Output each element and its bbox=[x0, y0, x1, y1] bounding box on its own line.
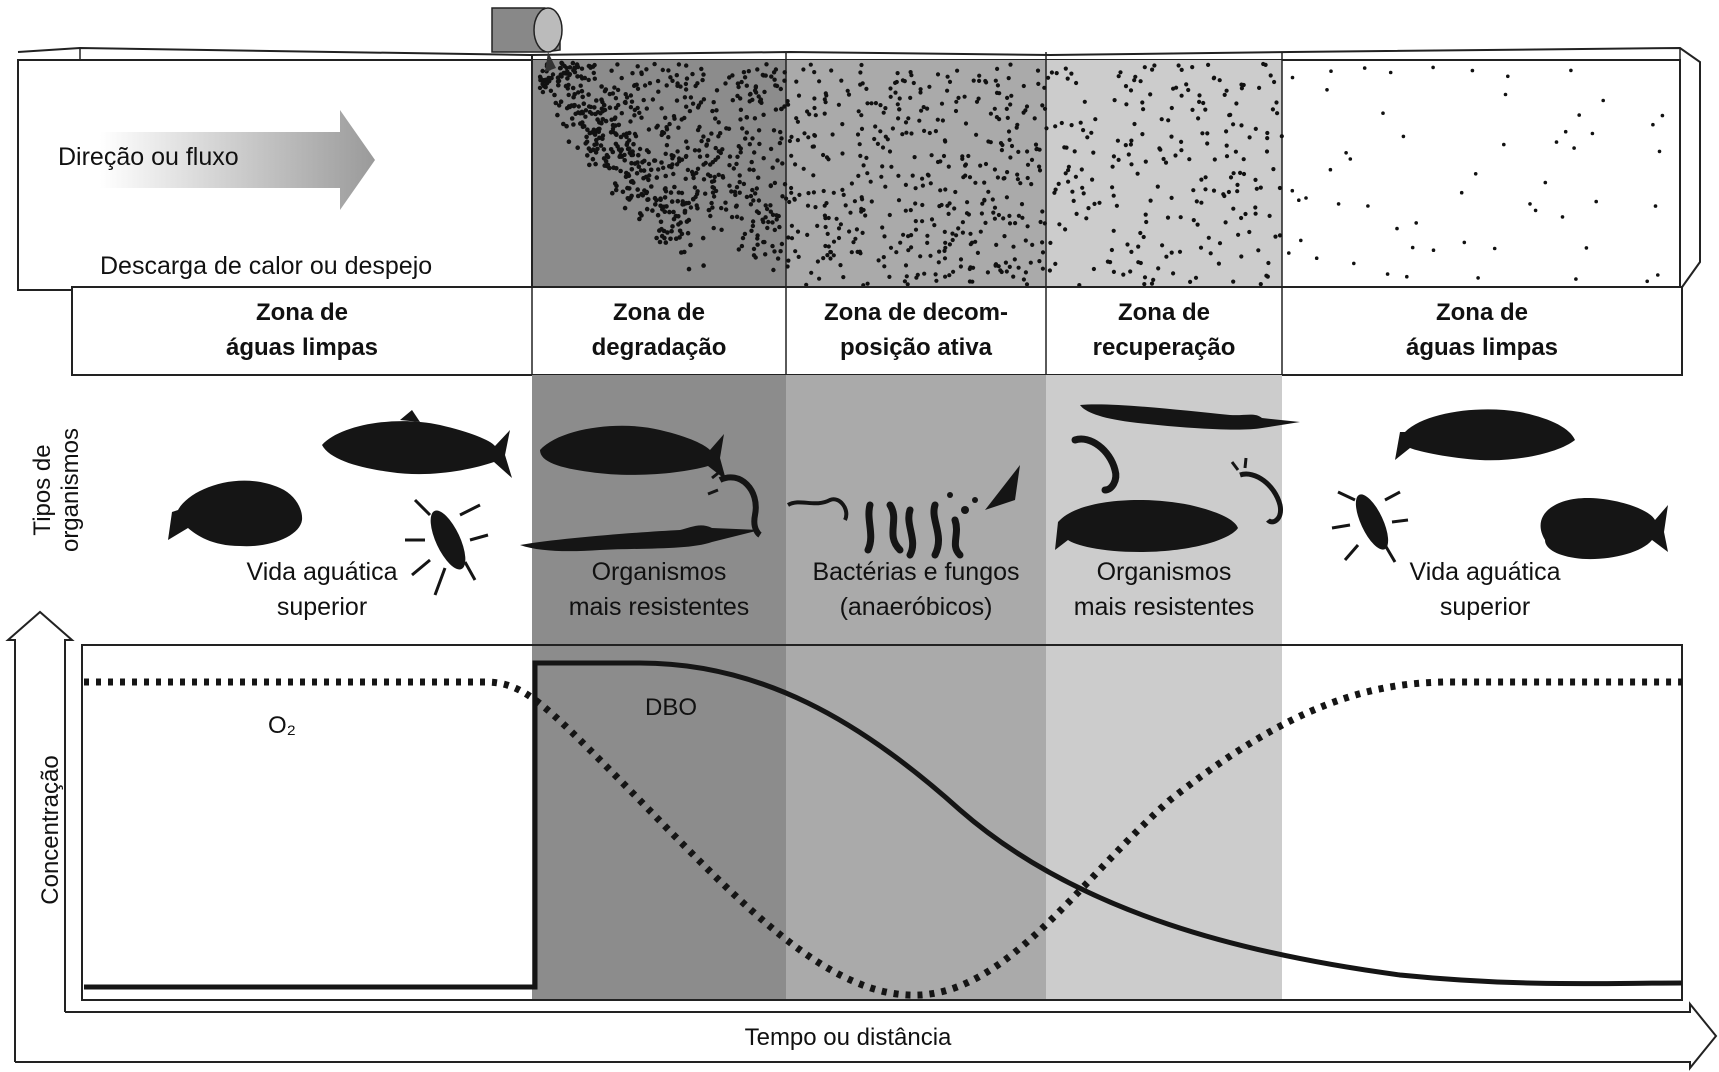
time-axis-label: Tempo ou distância bbox=[745, 1024, 952, 1051]
zone-1-title-line1: Zona de bbox=[256, 299, 348, 326]
o2-label: O₂ bbox=[268, 712, 296, 739]
organisms-axis-label-line2: organismos bbox=[57, 428, 84, 552]
trout-icon bbox=[322, 410, 512, 478]
zone-2-organisms-line2: mais resistentes bbox=[569, 593, 750, 621]
zone-4-organisms-line1: Organismos bbox=[1097, 558, 1232, 586]
discharge-label: Descarga de calor ou despejo bbox=[100, 252, 432, 280]
discharge-pipe-icon bbox=[492, 8, 562, 72]
zone-5-title-line2: águas limpas bbox=[1406, 334, 1558, 361]
zone-5-organisms-line2: superior bbox=[1440, 593, 1530, 621]
concentration-axis-label: Concentração bbox=[37, 755, 64, 904]
zone-1-organisms-line2: superior bbox=[277, 593, 367, 621]
zone-5-title-line1: Zona de bbox=[1436, 299, 1528, 326]
flow-label: Direção ou fluxo bbox=[58, 143, 239, 171]
fish-icon bbox=[168, 481, 302, 547]
zone-5-organisms-line1: Vida aguática bbox=[1409, 558, 1560, 586]
zone-3-title-line2: posição ativa bbox=[840, 334, 993, 361]
dbo-label: DBO bbox=[645, 694, 697, 721]
zone-2-organisms-line1: Organismos bbox=[592, 558, 727, 586]
zone-3-title-line1: Zona de decom- bbox=[824, 299, 1008, 326]
organisms-axis-label-line1: Tipos de bbox=[29, 444, 56, 535]
zone-1-title-line2: águas limpas bbox=[226, 334, 378, 361]
zone-title-row: Zona de águas limpas Zona de degradação … bbox=[72, 287, 1682, 375]
zone-2-title-line2: degradação bbox=[592, 334, 727, 361]
zone-1-organisms-line1: Vida aguática bbox=[246, 558, 397, 586]
zone-4-title-line2: recuperação bbox=[1093, 334, 1236, 361]
zone-3-organisms-line1: Bactérias e fungos bbox=[812, 558, 1019, 586]
fish-icon bbox=[1541, 498, 1668, 559]
zone-4-organisms-line2: mais resistentes bbox=[1074, 593, 1255, 621]
channel-zone-recovery bbox=[1046, 60, 1282, 290]
insect-larva-icon bbox=[1332, 490, 1408, 562]
trout-icon bbox=[1395, 409, 1575, 460]
zone-2-title-line1: Zona de bbox=[613, 299, 705, 326]
zone-4-title-line1: Zona de bbox=[1118, 299, 1210, 326]
zone-3-organisms-line2: (anaeróbicos) bbox=[840, 593, 993, 621]
insect-larva-icon bbox=[405, 500, 488, 595]
concentration-plot: O₂ DBO bbox=[82, 645, 1682, 1000]
